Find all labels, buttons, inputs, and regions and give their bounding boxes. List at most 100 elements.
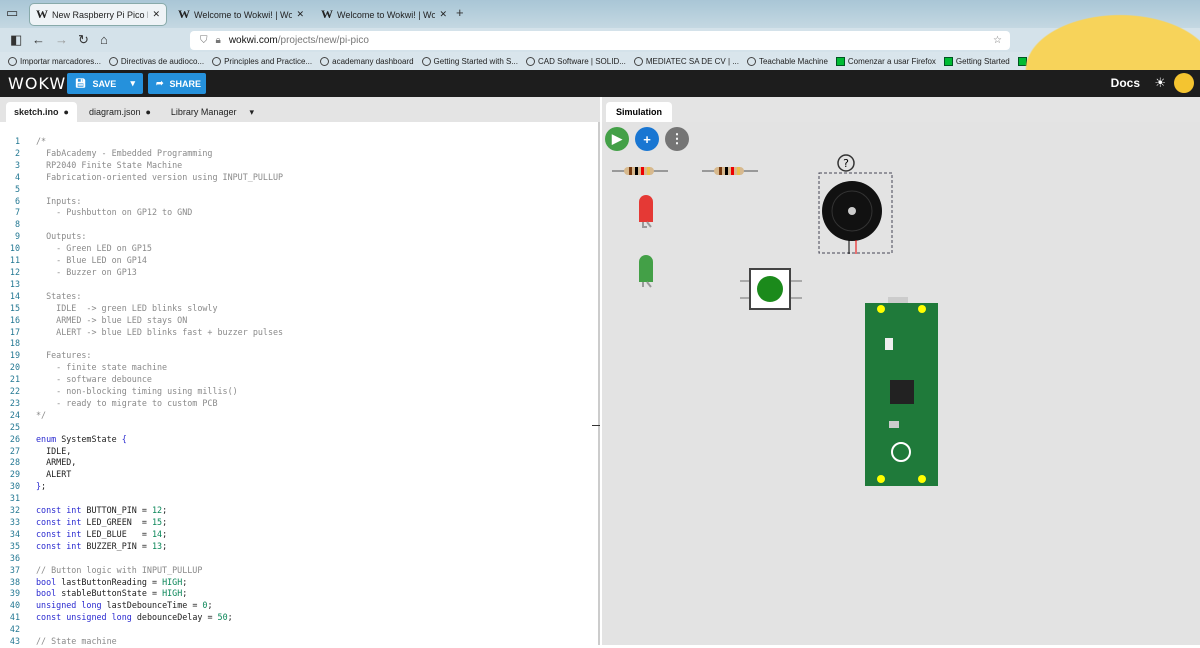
code-line[interactable]: 7 - Pushbutton on GP12 to GND: [0, 207, 283, 219]
pushbutton[interactable]: [740, 268, 802, 310]
code-line[interactable]: 5: [0, 184, 283, 196]
bookmark-item[interactable]: Directivas de audioco...: [108, 56, 204, 66]
code-line[interactable]: 31: [0, 493, 283, 505]
code-line[interactable]: 9 Outputs:: [0, 231, 283, 243]
code-line[interactable]: 25: [0, 422, 283, 434]
home-button[interactable]: ⌂: [100, 32, 108, 47]
code-line[interactable]: 23 - ready to migrate to custom PCB: [0, 398, 283, 410]
back-button[interactable]: ←: [32, 32, 45, 47]
panel-resize-handle[interactable]: [592, 425, 600, 426]
bookmark-item[interactable]: Primeros pasos: [1093, 56, 1161, 66]
code-line[interactable]: 24*/: [0, 410, 283, 422]
other-bookmarks[interactable]: 🗀Otros marcadores: [1169, 54, 1200, 68]
simulation-canvas[interactable]: ▶ + ⋮ ?: [602, 122, 1200, 645]
bookmark-item[interactable]: CAD Software | SOLID...: [526, 56, 626, 66]
tab-simulation[interactable]: Simulation: [606, 102, 673, 122]
help-icon[interactable]: ?: [837, 154, 855, 172]
code-line[interactable]: 43// State machine: [0, 636, 283, 648]
code-line[interactable]: 17 ALERT -> blue LED blinks fast + buzze…: [0, 327, 283, 339]
code-line[interactable]: 10 - Green LED on GP15: [0, 243, 283, 255]
add-part-button[interactable]: +: [635, 127, 659, 151]
bookmark-item[interactable]: Getting Started: [943, 56, 1010, 66]
tab-sketch-ino[interactable]: sketch.ino●: [6, 102, 77, 122]
close-tab-icon[interactable]: ✕: [296, 9, 304, 19]
code-line[interactable]: 19 Features:: [0, 350, 283, 362]
bookmark-item[interactable]: Teachable Machine: [746, 56, 828, 66]
menu-icon[interactable]: ≡: [1180, 32, 1188, 47]
start-simulation-button[interactable]: ▶: [605, 127, 629, 151]
resistor-1[interactable]: [612, 167, 668, 175]
code-line[interactable]: 20 - finite state machine: [0, 362, 283, 374]
bookmark-item[interactable]: Importar marcadores...: [8, 56, 101, 66]
led-red[interactable]: [639, 195, 653, 228]
code-line[interactable]: 27 IDLE,: [0, 446, 283, 458]
code-line[interactable]: 1/*: [0, 136, 283, 148]
reload-button[interactable]: ↻: [78, 32, 89, 47]
save-dropdown-icon[interactable]: ▾: [130, 78, 135, 88]
theme-toggle-icon[interactable]: ☀: [1154, 75, 1166, 90]
code-line[interactable]: 6 Inputs:: [0, 196, 283, 208]
code-line[interactable]: 3 RP2040 Finite State Machine: [0, 160, 283, 172]
code-line[interactable]: 22 - non-blocking timing using millis(): [0, 386, 283, 398]
code-line[interactable]: 2 FabAcademy - Embedded Programming: [0, 148, 283, 160]
bookmark-item[interactable]: academany dashboard: [320, 56, 414, 66]
code-line[interactable]: 4 Fabrication-oriented version using INP…: [0, 172, 283, 184]
sidebar-icon[interactable]: ◧: [10, 32, 23, 47]
code-line[interactable]: 18: [0, 338, 283, 350]
address-bar[interactable]: ⛉🔒︎ wokwi.com/projects/new/pi-pico ☆: [190, 31, 1010, 50]
bookmark-item[interactable]: Primeros pasos: [1017, 56, 1085, 66]
code-line[interactable]: 14 States:: [0, 291, 283, 303]
avatar[interactable]: [1174, 73, 1194, 93]
bookmark-item[interactable]: MEDIATEC SA DE CV | ...: [633, 56, 739, 66]
code-line[interactable]: 16 ARMED -> blue LED stays ON: [0, 315, 283, 327]
code-line[interactable]: 28 ARMED,: [0, 457, 283, 469]
docs-link[interactable]: Docs: [1110, 76, 1140, 90]
tab-diagram-json[interactable]: diagram.json●: [81, 102, 159, 122]
code-line[interactable]: 13: [0, 279, 283, 291]
close-tab-icon[interactable]: ✕: [439, 9, 447, 19]
resistor-2[interactable]: [702, 167, 758, 175]
buzzer[interactable]: [818, 172, 893, 254]
code-line[interactable]: 15 IDLE -> green LED blinks slowly: [0, 303, 283, 315]
close-tab-icon[interactable]: ✕: [152, 9, 160, 19]
bookmark-item[interactable]: Getting Started with S...: [421, 56, 518, 66]
code-line[interactable]: 29 ALERT: [0, 469, 283, 481]
bookmark-item[interactable]: Comenzar a usar Firefox: [835, 56, 936, 66]
bookmark-item[interactable]: Principles and Practice...: [212, 56, 312, 66]
code-line[interactable]: 37// Button logic with INPUT_PULLUP: [0, 565, 283, 577]
chevron-down-icon[interactable]: ▾: [249, 106, 254, 117]
tab-library-manager[interactable]: Library Manager▾: [163, 102, 262, 122]
code-line[interactable]: 36: [0, 553, 283, 565]
forward-button[interactable]: →: [55, 32, 68, 47]
wokwi-logo[interactable]: WOKWi: [8, 74, 72, 93]
bookmark-label: Primeros pasos: [1105, 56, 1161, 66]
code-line[interactable]: 30};: [0, 481, 283, 493]
bookmark-star-icon[interactable]: ☆: [993, 35, 1002, 46]
code-line[interactable]: 42: [0, 624, 283, 636]
code-line[interactable]: 8: [0, 219, 283, 231]
led-green[interactable]: [639, 255, 653, 288]
code-line[interactable]: 12 - Buzzer on GP13: [0, 267, 283, 279]
new-tab-button[interactable]: +: [456, 5, 464, 20]
save-button[interactable]: 💾︎SAVE▾: [67, 73, 143, 94]
share-button[interactable]: ➦SHARE: [148, 73, 206, 94]
raspberry-pi-pico[interactable]: [865, 297, 938, 486]
more-options-button[interactable]: ⋮: [665, 127, 689, 151]
code-token: States:: [36, 290, 82, 301]
tab-list-icon[interactable]: ▭: [6, 5, 19, 20]
code-line[interactable]: 21 - software debounce: [0, 374, 283, 386]
code-line[interactable]: 11 - Blue LED on GP14: [0, 255, 283, 267]
